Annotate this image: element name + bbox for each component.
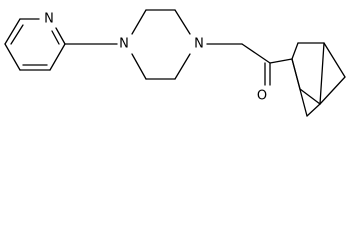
bond	[241, 43, 271, 64]
piperazine-nitrogen-label: N	[119, 37, 129, 52]
bond	[174, 9, 191, 35]
bond	[291, 58, 308, 117]
bond	[49, 43, 66, 71]
bond	[299, 88, 321, 105]
carbonyl-oxygen-label: O	[257, 89, 267, 104]
acyl-linker: O	[206, 43, 293, 104]
piperazine-ring: N N	[119, 9, 204, 80]
bond	[269, 58, 293, 64]
bond	[4, 18, 21, 45]
double-bond-inner	[10, 24, 24, 45]
piperazine-nitrogen-label: N	[194, 37, 204, 52]
bond	[323, 42, 346, 78]
bond	[131, 53, 147, 80]
bond	[319, 76, 346, 105]
pyridine-nitrogen-label: N	[44, 12, 54, 27]
norbornane-cage	[291, 42, 346, 117]
bond	[306, 103, 321, 117]
pyridine-ring: N	[4, 12, 66, 71]
bond	[174, 53, 191, 80]
bond	[319, 42, 325, 105]
bond	[291, 42, 299, 60]
bond	[55, 27, 66, 45]
bond	[131, 9, 147, 35]
structure-canvas: N N N O	[4, 9, 346, 117]
bond	[4, 43, 21, 71]
double-bond-inner	[51, 30, 60, 45]
